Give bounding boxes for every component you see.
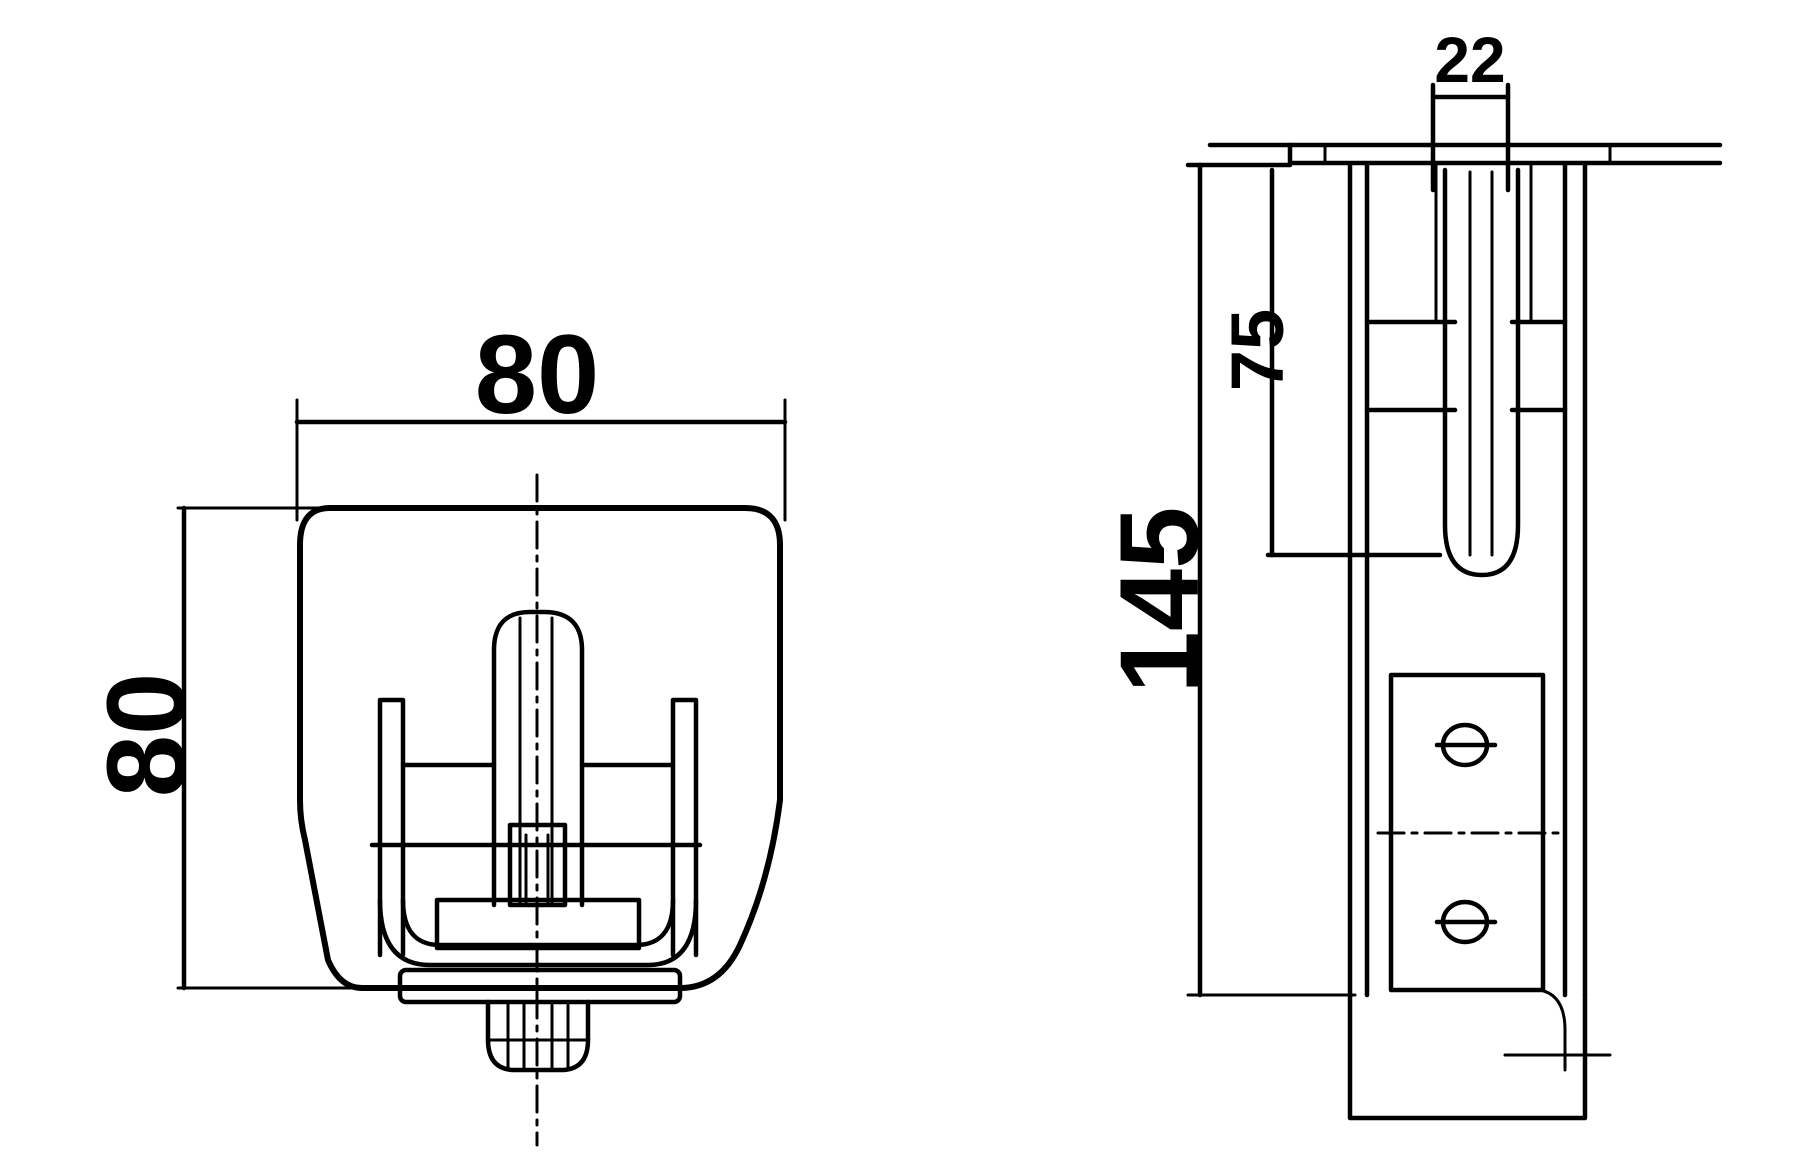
side-view: 22 145 75 <box>1097 24 1723 1121</box>
height-dimension-label: 80 <box>84 673 209 798</box>
hex-nut <box>485 999 591 1073</box>
bracket-right-arm <box>670 697 699 958</box>
bolt-hole-top <box>1434 722 1498 768</box>
width-dimension-label: 80 <box>475 312 600 437</box>
height-dimension: 80 <box>84 505 362 991</box>
bolt-head <box>507 822 568 908</box>
width-dimension: 80 <box>294 312 788 522</box>
mounting-plate <box>434 897 642 951</box>
front-view: 80 80 <box>84 312 788 1147</box>
wheel-outline <box>491 609 585 908</box>
bracket-u-loop <box>377 897 699 968</box>
base-plate <box>397 967 683 1005</box>
slot-length-label: 75 <box>1216 309 1299 391</box>
overall-height-dimension: 145 <box>1097 162 1357 998</box>
overall-height-label: 145 <box>1097 507 1222 694</box>
slot-outline <box>1442 167 1521 578</box>
roller-blocks <box>1364 163 1568 413</box>
slot-width-label: 22 <box>1434 24 1505 96</box>
housing-outline <box>297 505 783 991</box>
slot-width-dimension: 22 <box>1430 24 1511 193</box>
bolt-hole-bottom <box>1434 899 1498 945</box>
bracket-left-arm <box>377 697 406 958</box>
slot-length-dimension: 75 <box>1216 167 1443 558</box>
top-rail <box>1185 142 1723 168</box>
